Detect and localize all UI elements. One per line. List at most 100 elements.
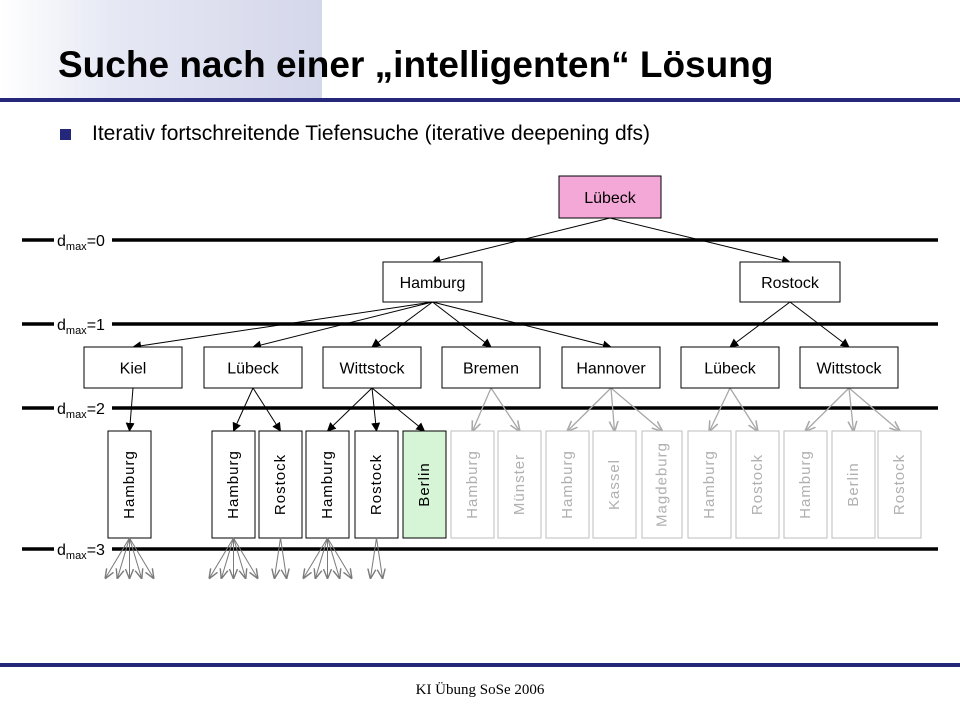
node-l3-6-label: Hamburg xyxy=(464,450,481,519)
fan-arrow-2-0 xyxy=(275,537,281,578)
edge-l1-l2-5 xyxy=(729,301,791,348)
fan-arrow-2-1 xyxy=(280,537,287,578)
fan-arrow-0-4 xyxy=(129,537,154,578)
arrow-fan-4 xyxy=(371,537,383,578)
edge-root-l1-1 xyxy=(609,217,791,265)
edge-l2-l3-5 xyxy=(371,387,426,432)
node-l1-1-box xyxy=(739,261,841,303)
node-l1-0-label: Hamburg xyxy=(400,275,466,292)
node-l2-4: Hannover xyxy=(561,346,661,389)
node-l3-12-box xyxy=(735,430,780,539)
node-l3-2-box xyxy=(258,430,303,539)
node-l2-1-label: Lübeck xyxy=(227,361,280,378)
title-background xyxy=(0,0,322,98)
arrow-fan-2 xyxy=(275,537,287,578)
fan-arrow-0-0 xyxy=(106,537,130,578)
node-l2-0: Kiel xyxy=(83,346,183,389)
node-l3-3-box xyxy=(305,430,350,539)
node-l3-14: Berlin xyxy=(831,430,876,539)
node-l3-1: Hamburg xyxy=(211,430,256,539)
edge-l1-l2-6 xyxy=(789,301,850,348)
node-l2-0-label: Kiel xyxy=(120,361,147,378)
edge-l1-l2-4 xyxy=(432,301,612,350)
node-l3-8-box xyxy=(545,430,590,539)
edge-l2-l3-10 xyxy=(610,387,662,431)
fan-arrow-3-1 xyxy=(316,537,328,578)
edge-l2-l3-3 xyxy=(326,387,373,432)
node-l3-11: Hamburg xyxy=(687,430,732,539)
edge-l2-l3-6 xyxy=(473,387,492,431)
node-l3-7: Münster xyxy=(497,430,542,539)
fan-arrow-0-3 xyxy=(129,537,142,578)
depth-label-2: dmax=2 xyxy=(57,401,105,421)
node-l2-4-label: Hannover xyxy=(576,361,646,378)
node-l2-3: Bremen xyxy=(441,346,541,389)
node-l3-7-label: Münster xyxy=(511,454,528,515)
node-l3-3-label: Hamburg xyxy=(319,450,336,519)
node-root-box xyxy=(558,175,662,219)
node-l3-2: Rostock xyxy=(258,430,303,539)
node-l3-3: Hamburg xyxy=(305,430,350,539)
node-l3-13-label: Hamburg xyxy=(797,450,814,519)
node-l2-5-label: Lübeck xyxy=(704,361,757,378)
node-l2-1-box xyxy=(203,346,303,389)
node-l1-0: Hamburg xyxy=(382,261,483,303)
node-l3-12: Rostock xyxy=(735,430,780,539)
node-l3-0: Hamburg xyxy=(107,430,152,539)
node-l3-11-label: Hamburg xyxy=(701,450,718,519)
depth-label-3: dmax=3 xyxy=(57,542,105,562)
fan-arrow-1-3 xyxy=(233,537,246,578)
fan-arrow-3-4 xyxy=(327,537,352,578)
node-l2-6: Wittstock xyxy=(799,346,899,389)
edge-l2-l3-13 xyxy=(806,387,850,431)
node-l3-9-label: Kassel xyxy=(606,459,623,510)
node-l3-4-label: Rostock xyxy=(368,454,385,515)
edge-l2-l3-0 xyxy=(125,387,135,432)
node-l3-10-label: Magdeburg xyxy=(654,442,671,527)
edge-l2-l3-12 xyxy=(729,387,758,431)
node-l3-13: Hamburg xyxy=(783,430,828,539)
node-l2-2-label: Wittstock xyxy=(340,361,406,378)
depth-3-arrow-fans xyxy=(106,537,383,578)
fan-arrow-1-4 xyxy=(233,537,258,578)
node-l3-1-label: Hamburg xyxy=(225,450,242,519)
depth-lines: dmax=0 dmax=1 dmax=2 dmax=3 xyxy=(22,233,938,562)
node-l3-10: Magdeburg xyxy=(641,430,683,539)
node-l3-15-label: Rostock xyxy=(891,454,908,515)
node-l3-11-box xyxy=(687,430,732,539)
node-l3-4: Rostock xyxy=(354,430,399,539)
node-l2-0-box xyxy=(83,346,183,389)
node-l2-2: Wittstock xyxy=(322,346,422,389)
fan-arrow-3-0 xyxy=(304,537,328,578)
fan-arrow-0-1 xyxy=(118,537,130,578)
footer-text: KI Übung SoSe 2006 xyxy=(415,682,545,698)
footer-divider xyxy=(0,663,960,667)
node-l2-6-label: Wittstock xyxy=(817,361,883,378)
edge-l2-l3-11 xyxy=(710,387,731,431)
page-title: Suche nach einer „intelligenten“ Lösung xyxy=(58,44,774,85)
node-l3-8: Hamburg xyxy=(545,430,590,539)
fan-arrow-1-1 xyxy=(222,537,234,578)
edge-l1-l2-0 xyxy=(132,301,433,351)
node-l3-9: Kassel xyxy=(592,430,637,539)
node-l3-10-box xyxy=(641,430,683,539)
edge-l2-l3-7 xyxy=(490,387,520,431)
node-l3-14-box xyxy=(831,430,876,539)
fan-arrow-1-0 xyxy=(210,537,234,578)
node-l3-13-box xyxy=(783,430,828,539)
depth-label-0: dmax=0 xyxy=(57,233,105,253)
edge-l2-l3-9 xyxy=(611,387,615,431)
arrow-fan-0 xyxy=(106,537,154,578)
node-l3-9-box xyxy=(592,430,637,539)
node-l3-1-box xyxy=(211,430,256,539)
depth-label-1: dmax=1 xyxy=(57,317,105,337)
edge-l2-l3-4 xyxy=(371,387,381,432)
node-l2-5: Lübeck xyxy=(680,346,780,389)
edge-l2-l3-2 xyxy=(252,387,281,432)
node-l3-0-box xyxy=(107,430,152,539)
node-l2-5-box xyxy=(680,346,780,389)
node-l2-2-box xyxy=(322,346,422,389)
node-root: Lübeck xyxy=(558,175,662,219)
